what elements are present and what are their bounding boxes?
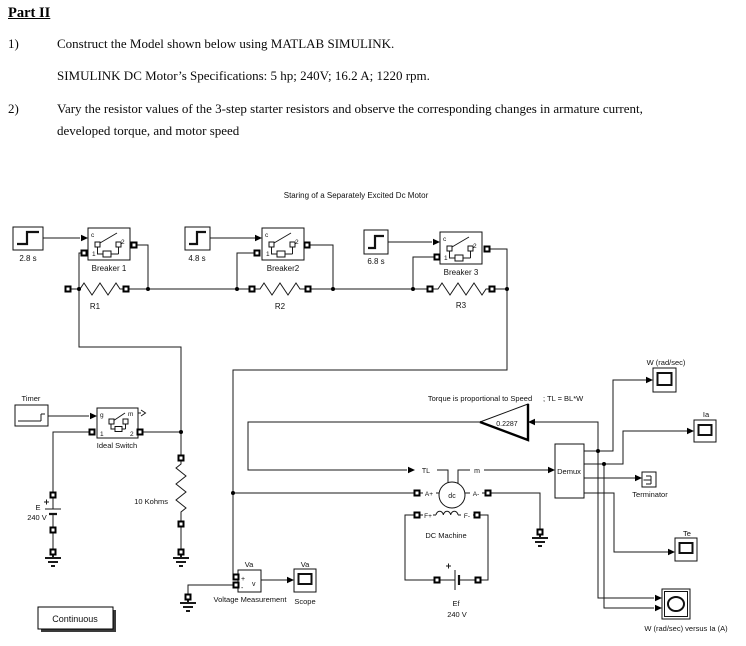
- breaker3-port-2: 2: [473, 243, 477, 250]
- shunt-resistor-label: 10 Kohms: [134, 497, 168, 506]
- breaker3-label: Breaker 3: [444, 268, 479, 277]
- field-coil-icon: [435, 510, 459, 516]
- r3-label: R3: [456, 301, 467, 310]
- machine-port-a-plus: A+: [425, 491, 433, 498]
- timer-block: [14, 404, 49, 427]
- breaker3-port-c: c: [443, 236, 447, 243]
- gain-value: 0.2287: [496, 421, 518, 428]
- scope-ia-label: Ia: [703, 410, 710, 419]
- resistor-r2-icon: [254, 282, 306, 296]
- step3-label: 6.8 s: [367, 257, 384, 266]
- breaker1-port-2: 2: [121, 239, 125, 246]
- ideal-switch-port-1: 1: [100, 431, 104, 438]
- step2-label: 4.8 s: [188, 254, 205, 263]
- gain-note-2: ; TL = BL*W: [543, 394, 584, 403]
- ground-icon-e: [45, 554, 61, 567]
- breaker2-port-c: c: [265, 232, 269, 239]
- dc-machine-block: [438, 481, 466, 509]
- scope-te-block: [674, 537, 698, 562]
- e-source-name: E: [35, 503, 40, 512]
- continuous-block: [37, 606, 116, 632]
- machine-port-tl: TL: [422, 468, 430, 475]
- port-squares: [49, 241, 544, 601]
- item1-text: Construct the Model shown below using MA…: [57, 36, 395, 51]
- scope-te-label: Te: [683, 529, 691, 538]
- diagram-title: Staring of a Separately Excited Dc Motor: [284, 191, 429, 200]
- vm-plus-sign: +: [241, 576, 245, 583]
- arrowheads: [81, 234, 694, 612]
- breaker1-port-c: c: [91, 232, 95, 239]
- item2-text-line2: developed torque, and motor speed: [57, 123, 240, 138]
- scope-va-label: Va: [301, 560, 310, 569]
- terminator-block: [641, 471, 657, 488]
- breaker3-port-1: 1: [444, 255, 448, 262]
- scope-block-label: Scope: [294, 597, 315, 606]
- step-block-3: [363, 229, 389, 255]
- step1-label: 2.8 s: [19, 254, 36, 263]
- ideal-switch-label: Ideal Switch: [97, 441, 137, 450]
- ground-icon-shunt: [173, 554, 189, 567]
- voltage-measurement-block: [237, 569, 262, 593]
- terminator-label: Terminator: [632, 490, 668, 499]
- battery-plates-thick: [49, 512, 461, 585]
- voltage-measurement-label: Voltage Measurement: [214, 595, 288, 604]
- breaker2-label: Breaker2: [267, 264, 300, 273]
- breaker1-block: [87, 227, 131, 261]
- xy-graph-label: W (rad/sec) versus Ia (A): [644, 624, 728, 633]
- vm-va-label: Va: [245, 560, 254, 569]
- item1-spec-text: SIMULINK DC Motor’s Specifications: 5 hp…: [57, 68, 430, 83]
- ground-icon-vm: [180, 599, 196, 612]
- ideal-switch-port-2: 2: [130, 431, 134, 438]
- scope-w-block: [652, 367, 677, 393]
- ground-icon-armature: [532, 534, 548, 547]
- breaker1-label: Breaker 1: [92, 264, 127, 273]
- breaker1-port-1: 1: [92, 251, 96, 258]
- wires: [43, 237, 688, 609]
- machine-port-a-minus: A-: [473, 491, 480, 498]
- vm-minus-sign: -: [241, 585, 244, 592]
- machine-port-f-minus: F-: [464, 513, 470, 520]
- r2-label: R2: [275, 302, 286, 311]
- junction-dots: [77, 287, 606, 495]
- breaker2-port-2: 2: [295, 239, 299, 246]
- e-source-value: 240 V: [27, 513, 47, 522]
- demux-block: [554, 443, 585, 499]
- machine-port-m: m: [474, 468, 480, 475]
- gain-note-1: Torque is proportional to Speed: [428, 394, 532, 403]
- vm-v-label: v: [252, 581, 256, 588]
- item2-text-line1: Vary the resistor values of the 3-step s…: [57, 101, 643, 116]
- scope-ia-block: [693, 419, 717, 443]
- scope-w-label: W (rad/sec): [647, 358, 686, 367]
- breaker2-port-1: 1: [266, 251, 270, 258]
- continuous-label: Continuous: [52, 614, 98, 624]
- step-block-1: [12, 226, 44, 251]
- item2-number: 2): [8, 101, 19, 116]
- resistor-r3-icon: [432, 282, 490, 296]
- machine-core-label: dc: [448, 493, 456, 500]
- dc-machine-label: DC Machine: [425, 531, 466, 540]
- ideal-switch-port-g: g: [100, 412, 104, 419]
- resistor-r1-icon: [70, 282, 124, 296]
- breaker2-block: [261, 227, 305, 261]
- machine-port-f-plus: F+: [424, 513, 432, 520]
- item1-number: 1): [8, 36, 19, 51]
- demux-label: Demux: [557, 467, 581, 476]
- step-block-2: [184, 226, 211, 251]
- resistor-shunt-icon: [175, 458, 187, 524]
- doc-heading: Part II: [8, 5, 51, 21]
- ef-source-name: Ef: [452, 599, 460, 608]
- ef-source-value: 240 V: [447, 610, 467, 619]
- timer-label: Timer: [22, 394, 41, 403]
- breaker3-block: [439, 231, 483, 265]
- scope-va-block: [293, 568, 317, 593]
- r1-label: R1: [90, 302, 101, 311]
- ideal-switch-port-m: m: [128, 411, 133, 418]
- ideal-switch-block: [96, 407, 147, 439]
- xy-graph-block: [661, 588, 691, 620]
